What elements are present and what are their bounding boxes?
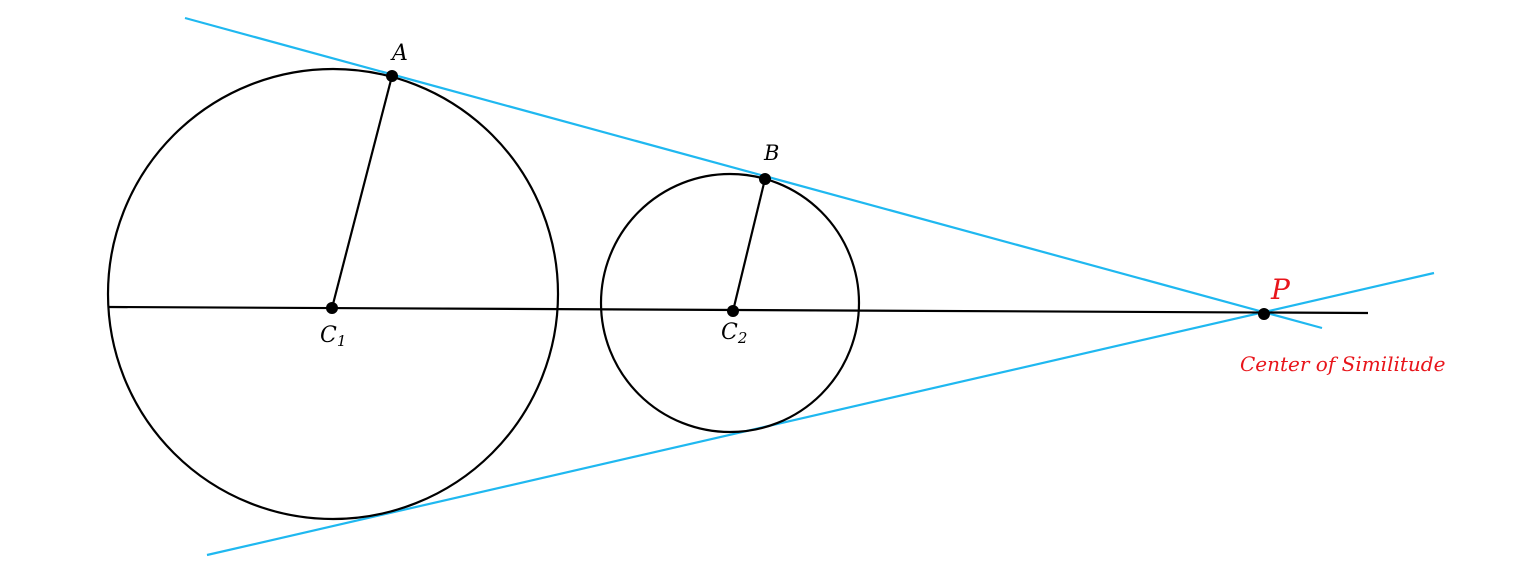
- small-circle: [599, 172, 861, 434]
- center-of-similitude-caption: Center of Similitude: [1240, 352, 1445, 376]
- label-c1-sub: 1: [337, 332, 347, 350]
- label-a: A: [390, 41, 408, 66]
- label-c2-base: C: [721, 320, 738, 345]
- upper-tangent-line: [184, 16, 1323, 330]
- large-circle: [106, 67, 560, 521]
- label-c1-base: C: [320, 323, 337, 348]
- label-c2-sub: 2: [737, 329, 748, 347]
- radius-c1-a: [330, 75, 394, 309]
- lower-tangent-line: [206, 271, 1435, 557]
- point-c1: [326, 302, 338, 314]
- label-b: B: [763, 141, 779, 165]
- point-b: [759, 173, 771, 185]
- point-p: [1258, 308, 1270, 320]
- radius-c2-b: [731, 178, 767, 312]
- label-p: P: [1270, 273, 1291, 306]
- label-c1: C1: [320, 323, 346, 350]
- point-a: [386, 70, 398, 82]
- label-c2: C2: [721, 320, 747, 347]
- point-c2: [727, 305, 739, 317]
